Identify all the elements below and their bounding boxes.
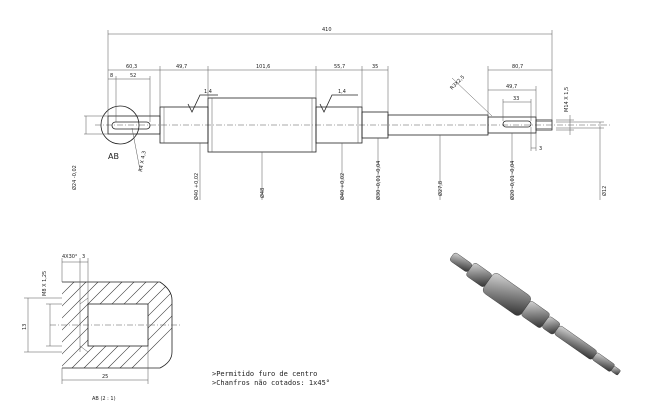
dim-dia24: Ø24 -0,02 xyxy=(71,165,78,190)
dim-overall: 410 xyxy=(322,27,332,33)
roughness-symbol-right xyxy=(319,94,358,113)
dim-dia20: Ø20 -0,01 -0,04 xyxy=(509,161,516,200)
detail-dim-4x30: 4X30° xyxy=(62,254,78,260)
dim-60-3: 60,3 xyxy=(126,64,137,70)
dim-80-7: 80,7 xyxy=(512,64,523,70)
dim-35: 35 xyxy=(372,64,378,70)
dim-dia40b: Ø40 +0,02 xyxy=(339,173,346,200)
left-keyway xyxy=(111,121,151,130)
diameter-dimensions: Ø24 -0,02 R4 X 4,3 Ø40 +0,02 Ø48 Ø40 +0,… xyxy=(71,115,608,200)
dim-55-7: 55,7 xyxy=(334,64,345,70)
horizontal-dimensions: 410 60,3 52 8 49,7 101,6 55,7 35 80,7 xyxy=(107,27,574,152)
detail-circle-ab xyxy=(100,105,140,145)
detail-ab-view: 4X30° 3 M8 X 1,25 13 25 AB (2 : 1) xyxy=(22,254,180,402)
note-2: >Chanfros não cotados: 1x45° xyxy=(212,379,330,387)
dim-52: 52 xyxy=(130,73,136,79)
dim-dia40a: Ø40 +0,02 xyxy=(193,173,200,200)
detail-dim-m8: M8 X 1,25 xyxy=(42,271,48,296)
detail-dim-25: 25 xyxy=(102,374,108,380)
detail-label: AB xyxy=(108,152,119,161)
dim-dia48: Ø48 xyxy=(259,188,266,198)
detail-caption: AB (2 : 1) xyxy=(92,396,116,402)
note-1: >Permitido furo de centro xyxy=(212,370,317,378)
dim-m14: M14 X 1,5 xyxy=(564,87,570,112)
shaft-3d-view xyxy=(450,252,621,376)
dim-49-7a: 49,7 xyxy=(176,64,187,70)
dim-8: 8 xyxy=(110,73,113,79)
dim-101-6: 101,6 xyxy=(256,64,270,70)
dim-49-7b: 49,7 xyxy=(506,84,517,90)
shaft-front-view: AB 1,4 1,4 xyxy=(95,89,612,161)
dim-dia30a: Ø30 -0,01 -0,04 xyxy=(375,161,382,200)
right-keyway xyxy=(502,120,532,128)
dim-33: 33 xyxy=(513,96,519,102)
dim-dia27-8: Ø27,8 xyxy=(437,181,444,196)
roughness-right-value: 1,4 xyxy=(338,89,346,95)
detail-outline xyxy=(62,281,173,369)
dim-3: 3 xyxy=(539,146,542,152)
thread-end xyxy=(535,119,553,131)
dim-dia12: Ø12 xyxy=(601,186,608,196)
detail-dim-13: 13 xyxy=(22,324,28,330)
drawing-notes: >Permitido furo de centro >Chanfros não … xyxy=(212,370,330,387)
roughness-symbol-left xyxy=(187,94,218,113)
dim-r4: R4 X 4,3 xyxy=(138,150,148,172)
detail-dim-3: 3 xyxy=(82,254,85,260)
